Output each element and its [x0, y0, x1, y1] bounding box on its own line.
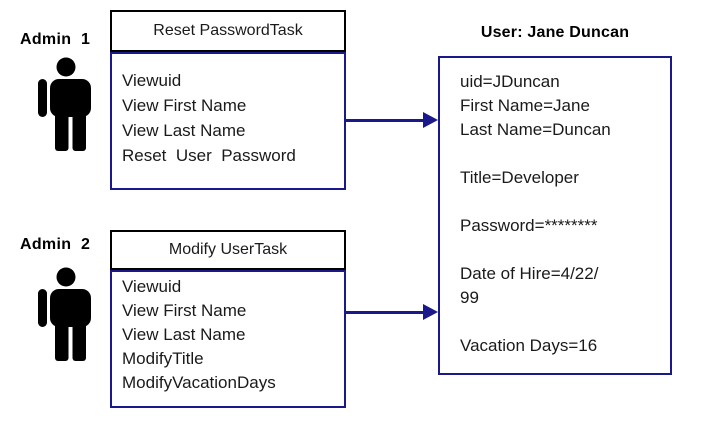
task-box-reset-password: Reset PasswordTask Viewuid View First Na…	[110, 10, 346, 190]
permission-item: ModifyVacationDays	[122, 373, 276, 392]
permission-item: View Last Name	[122, 121, 246, 140]
permission-item: Viewuid	[122, 71, 182, 90]
task-title-modify-user: Modify UserTask	[110, 230, 346, 270]
task-title-reset-password: Reset PasswordTask	[110, 10, 346, 52]
user-attribute: uid=JDuncan	[460, 72, 560, 91]
permission-item: View First Name	[122, 96, 247, 115]
permission-item: Viewuid	[122, 277, 182, 296]
user-attributes-box: uid=JDuncan First Name=Jane Last Name=Du…	[438, 56, 672, 375]
user-attribute: Password=********	[460, 216, 598, 235]
user-attribute: Vacation Days=16	[460, 336, 598, 355]
user-attribute: Title=Developer	[460, 168, 579, 187]
permission-item: View First Name	[122, 301, 247, 320]
blank-line	[460, 238, 662, 262]
arrow-line	[346, 119, 424, 122]
task-permissions-list: Viewuid View First Name View Last Name R…	[110, 52, 346, 190]
blank-line	[460, 190, 662, 214]
task-box-modify-user: Modify UserTask Viewuid View First Name …	[110, 230, 346, 408]
permission-item: ModifyTitle	[122, 349, 204, 368]
arrow-head-icon	[423, 112, 438, 128]
permission-item: View Last Name	[122, 325, 246, 344]
arrow-line	[346, 311, 424, 314]
user-attribute: 99	[460, 288, 479, 307]
user-attribute: Date of Hire=4/22/	[460, 264, 599, 283]
person-icon	[35, 57, 95, 152]
actor-label-admin-2: Admin 2	[20, 236, 91, 253]
user-attribute: Last Name=Duncan	[460, 120, 611, 139]
arrow-head-icon	[423, 304, 438, 320]
permission-item: Reset User Password	[122, 146, 296, 165]
user-card-heading: User: Jane Duncan	[480, 24, 630, 41]
person-icon	[35, 267, 95, 362]
blank-line	[460, 142, 662, 166]
blank-line	[460, 310, 662, 334]
actor-label-admin-1: Admin 1	[20, 31, 91, 48]
task-permissions-list: Viewuid View First Name View Last Name M…	[110, 270, 346, 408]
user-attribute: First Name=Jane	[460, 96, 590, 115]
